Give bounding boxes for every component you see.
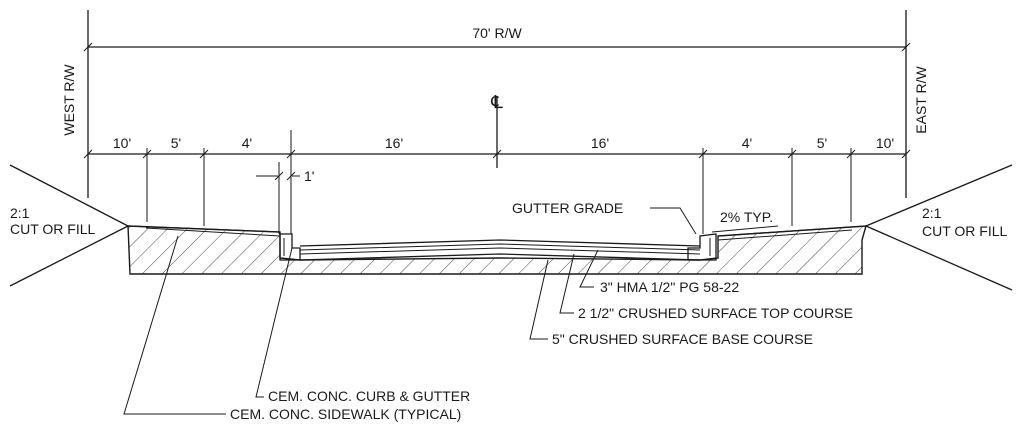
dimension-ticks xyxy=(83,149,911,159)
top-course-label: 2 1/2" CRUSHED SURFACE TOP COURSE xyxy=(578,305,853,321)
curb-width-label: 1' xyxy=(304,168,314,184)
left-slope-ratio: 2:1 xyxy=(10,205,30,221)
sidewalk-leader xyxy=(123,235,226,415)
dim-lane-right: 16' xyxy=(591,135,609,151)
right-slope-desc: CUT OR FILL xyxy=(922,223,1008,239)
curb-gutter-leader xyxy=(255,247,293,398)
dimension-extension-lines xyxy=(146,130,852,234)
dim-lane-left: 16' xyxy=(385,135,403,151)
base-section xyxy=(127,225,867,275)
dim-right-4: 4' xyxy=(742,135,752,151)
overall-row-label: 70' R/W xyxy=(472,25,522,41)
top-course-leader xyxy=(559,253,575,314)
right-curb-gutter xyxy=(687,233,717,261)
curb-gutter-label: CEM. CONC. CURB & GUTTER xyxy=(268,388,470,404)
gutter-grade-label: GUTTER GRADE xyxy=(512,200,623,216)
cross-slope-label: 2% TYP. xyxy=(720,209,773,225)
left-curb-gutter xyxy=(279,233,301,261)
left-slope-desc: CUT OR FILL xyxy=(10,221,96,237)
cross-slope-arrow xyxy=(711,225,779,233)
hma-label: 3" HMA 1/2" PG 58-22 xyxy=(600,279,739,295)
east-row-label: EAST R/W xyxy=(913,66,929,134)
dim-right-10: 10' xyxy=(876,135,894,151)
base-course-leader xyxy=(529,259,549,340)
pavement-layers xyxy=(299,239,701,261)
gutter-grade-leader xyxy=(650,207,697,235)
dim-left-10: 10' xyxy=(113,135,131,151)
overall-dim-tick-right xyxy=(901,42,911,52)
curb-width-dimension xyxy=(256,162,300,234)
left-slope-lines xyxy=(9,164,129,287)
right-slope-ratio: 2:1 xyxy=(922,205,942,221)
overall-dim-tick-left xyxy=(83,42,93,52)
sidewalks xyxy=(127,225,867,241)
centerline-symbol: ℄ xyxy=(490,92,503,112)
west-row-label: WEST R/W xyxy=(61,64,77,136)
dim-left-4: 4' xyxy=(242,135,252,151)
dim-right-5: 5' xyxy=(817,135,827,151)
right-slope-lines xyxy=(865,164,1013,291)
base-course-label: 5" CRUSHED SURFACE BASE COURSE xyxy=(552,331,813,347)
hma-leader xyxy=(579,249,599,288)
dim-left-5: 5' xyxy=(171,135,181,151)
sidewalk-label: CEM. CONC. SIDEWALK (TYPICAL) xyxy=(230,406,461,422)
